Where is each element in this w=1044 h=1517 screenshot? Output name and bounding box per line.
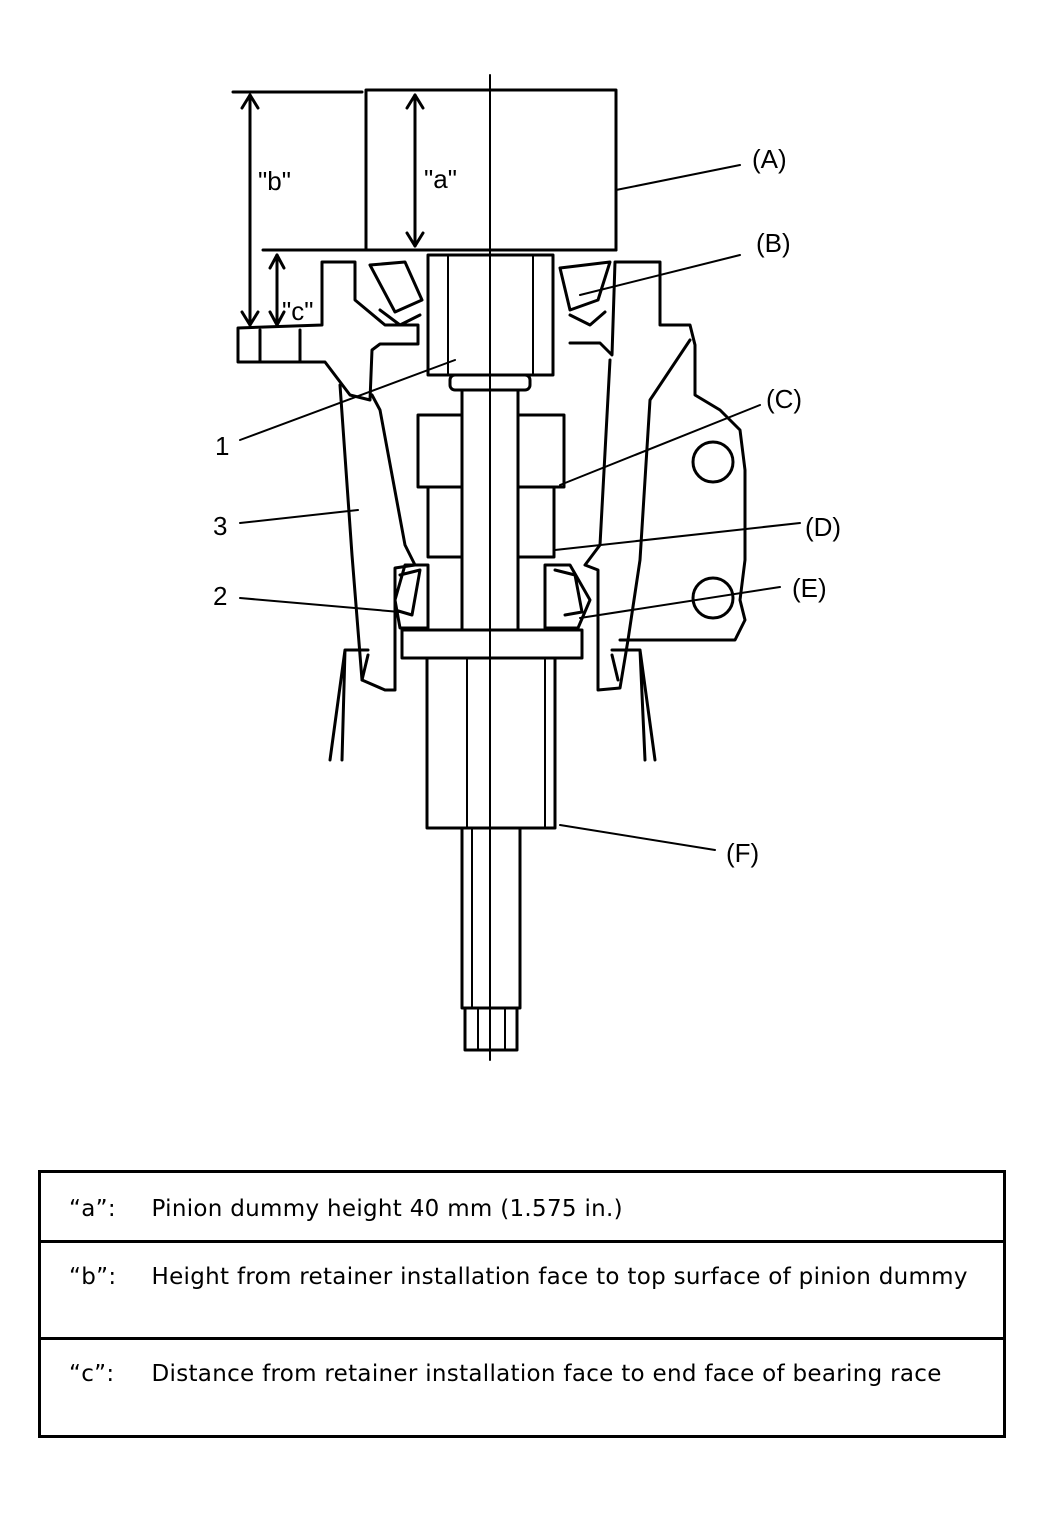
clip-right	[610, 648, 657, 762]
support-plate	[400, 628, 584, 660]
upper-bearing-left	[368, 260, 424, 327]
callout-c: (C)	[766, 384, 802, 414]
legend-row: “b”: Height from retainer installation f…	[39, 1240, 1005, 1339]
legend-key: “a”:	[69, 1196, 116, 1222]
retainer-flange-right	[568, 260, 747, 642]
label-c: "c"	[282, 296, 313, 326]
spacer-c-right	[516, 413, 566, 489]
legend-row: “c”: Distance from retainer installation…	[39, 1337, 1005, 1437]
collar-d-left	[426, 485, 464, 559]
legend-table: “a”: Pinion dummy height 40 mm (1.575 in…	[38, 1170, 1006, 1438]
callout-a: (A)	[752, 144, 787, 174]
pinion-assembly-diagram: "b" "a" "c" (A) (B) (C) (D) (E) (F) 1 3 …	[213, 74, 841, 1061]
mounting-hole-lower	[691, 576, 735, 620]
dimension-a-arrow	[405, 93, 425, 248]
legend-description: Pinion dummy height 40 mm (1.575 in.)	[151, 1196, 623, 1222]
leader-lines	[239, 164, 801, 851]
dimension-c-arrow	[268, 253, 286, 327]
dimension-b-arrow	[231, 90, 364, 327]
callout-b: (B)	[756, 228, 791, 258]
label-a: "a"	[424, 164, 457, 194]
collar-d-right	[516, 485, 556, 559]
lower-bearing-left	[393, 563, 430, 630]
legend-row: “a”: Pinion dummy height 40 mm (1.575 in…	[40, 1172, 1005, 1242]
callout-e: (E)	[792, 573, 827, 603]
spacer-c-left	[416, 413, 464, 489]
callout-1: 1	[215, 431, 229, 461]
shaft-spline	[463, 1006, 519, 1052]
callout-d: (D)	[805, 512, 841, 542]
callout-2: 2	[213, 581, 227, 611]
callout-f: (F)	[726, 838, 759, 868]
mounting-hole-upper	[691, 440, 735, 484]
legend-key: “c”:	[39, 1337, 152, 1437]
clip-left	[328, 648, 370, 762]
upper-bearing-right	[558, 260, 612, 327]
lower-bearing-right	[543, 563, 592, 630]
label-b: "b"	[258, 166, 291, 196]
callout-3: 3	[213, 511, 227, 541]
legend-description: Distance from retainer installation face…	[151, 1337, 1005, 1437]
housing-left	[338, 383, 417, 692]
housing-right	[583, 338, 692, 692]
legend-key: “b”:	[39, 1240, 152, 1339]
legend-description: Height from retainer installation face t…	[151, 1240, 1005, 1339]
retainer-flange-left	[236, 260, 420, 402]
